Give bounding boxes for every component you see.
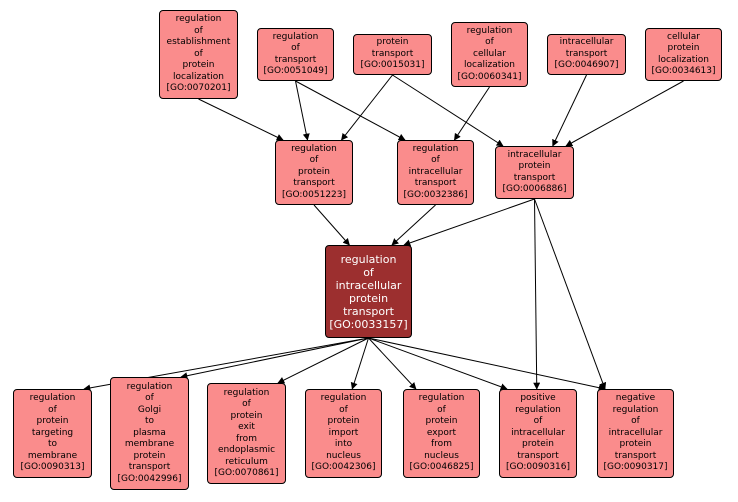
edge-n0033157-to-n0046825 [368,337,417,390]
node-go-0090313[interactable]: regulation of protein targeting to membr… [13,389,92,478]
edge-n0033157-to-n0042996 [180,337,369,380]
node-label: regulation of protein targeting to membr… [20,393,85,473]
edge-n0034613-to-n0006886 [565,80,684,147]
node-go-0060341[interactable]: regulation of cellular localization [GO:… [451,22,528,87]
node-label: regulation of Golgi to plasma membrane p… [117,381,182,484]
node-label: regulation of intracellular protein tran… [329,252,408,331]
edge-n0033157-to-n0042306 [350,337,369,390]
node-go-0090316[interactable]: positive regulation of intracellular pro… [499,389,577,478]
node-go-0034613[interactable]: cellular protein localization [GO:003461… [645,28,722,81]
edge-n0051049-to-n0051223 [295,80,310,141]
edge-n0051049-to-n0032386 [295,80,406,141]
node-label: regulation of protein transport [GO:0051… [281,143,347,200]
node-go-0090317[interactable]: negative regulation of intracellular pro… [597,389,674,478]
node-go-0006886[interactable]: intracellular protein transport [GO:0006… [495,146,574,199]
node-go-0070201[interactable]: regulation of establishment of protein l… [159,10,238,99]
edge-n0015031-to-n0051223 [341,74,393,141]
edge-n0006886-to-n0090317 [534,198,607,390]
node-go-0042306[interactable]: regulation of protein import into nucleu… [305,389,382,478]
node-label: regulation of establishment of protein l… [166,14,231,94]
node-label: cellular protein localization [GO:003461… [651,31,716,77]
node-label: regulation of protein exit from endoplas… [214,387,279,479]
node-label: regulation of protein import into nucleu… [311,393,376,473]
node-label: positive regulation of intracellular pro… [505,393,571,473]
edge-n0033157-to-n0090316 [368,337,508,391]
node-go-0032386[interactable]: regulation of intracellular transport [G… [397,140,474,205]
edge-n0070201-to-n0051223 [198,98,284,141]
edge-n0046907-to-n0006886 [552,74,587,147]
edge-n0033157-to-n0090317 [368,337,606,392]
node-go-0033157-selected[interactable]: regulation of intracellular protein tran… [325,245,412,338]
edge-n0060341-to-n0032386 [453,86,490,141]
node-label: negative regulation of intracellular pro… [603,393,668,473]
node-go-0042996[interactable]: regulation of Golgi to plasma membrane p… [110,377,189,490]
node-go-0051049[interactable]: regulation of transport [GO:0051049] [257,28,334,81]
node-label: regulation of protein export from nucleu… [409,393,474,473]
node-go-0046907[interactable]: intracellular transport [GO:0046907] [547,34,626,75]
node-label: regulation of intracellular transport [G… [403,143,468,200]
edge-n0033157-to-n0070861 [277,337,369,384]
edge-n0051223-to-n0033157 [313,204,350,246]
node-go-0015031[interactable]: protein transport [GO:0015031] [353,34,432,75]
node-label: intracellular protein transport [GO:0006… [502,149,567,195]
node-go-0070861[interactable]: regulation of protein exit from endoplas… [207,383,286,484]
node-label: intracellular transport [GO:0046907] [554,37,619,71]
node-go-0051223[interactable]: regulation of protein transport [GO:0051… [275,140,353,205]
edge-n0006886-to-n0090316 [533,198,541,390]
edge-n0032386-to-n0033157 [391,204,436,246]
node-label: regulation of cellular localization [GO:… [457,25,522,82]
node-label: protein transport [GO:0015031] [360,37,425,71]
edge-n0006886-to-n0033157 [403,198,535,247]
node-label: regulation of transport [GO:0051049] [263,31,328,77]
edge-n0015031-to-n0006886 [392,74,504,147]
node-go-0046825[interactable]: regulation of protein export from nucleu… [403,389,480,478]
